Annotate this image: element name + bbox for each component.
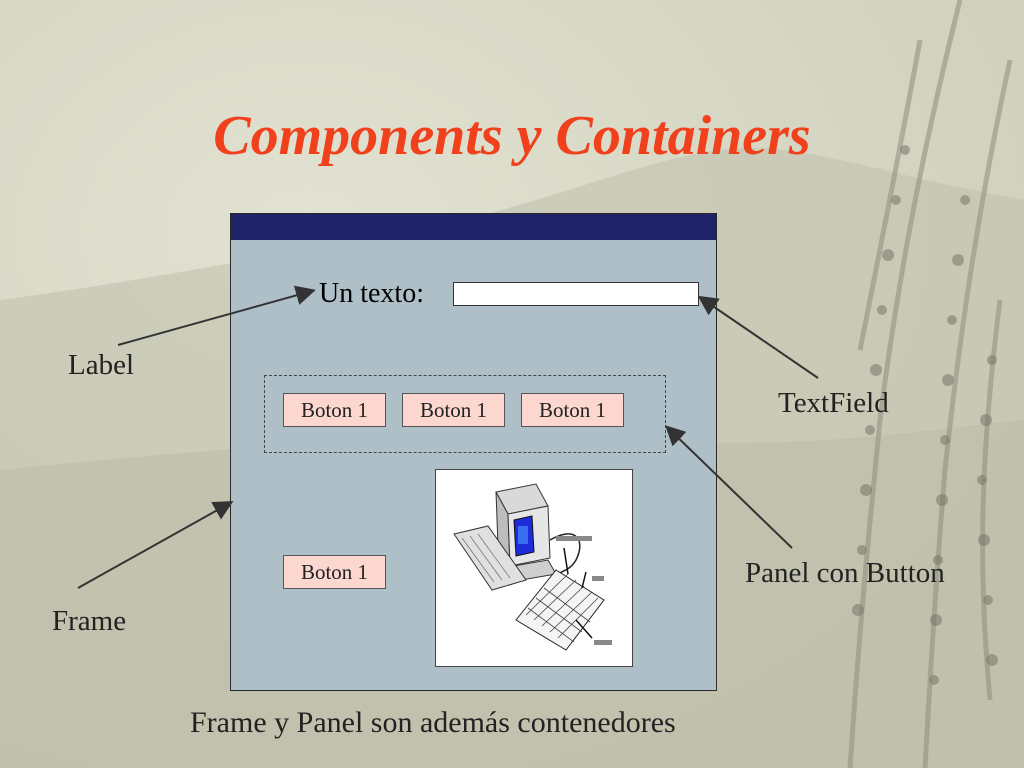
frame-titlebar xyxy=(231,214,716,240)
button-panel xyxy=(264,375,666,453)
computer-image xyxy=(435,469,633,667)
frame-window: Un texto: Boton 1 Boton 1 Boton 1 Boton … xyxy=(230,213,717,691)
callout-textfield: TextField xyxy=(778,387,889,419)
callout-frame: Frame xyxy=(52,605,127,637)
callout-label: Label xyxy=(68,349,135,381)
panel-button-1[interactable]: Boton 1 xyxy=(283,393,386,427)
computer-illustration-icon xyxy=(453,483,612,651)
label-text: Un texto: xyxy=(319,278,424,309)
textfield-input[interactable] xyxy=(453,282,699,306)
slide-title: Components y Containers xyxy=(213,105,811,167)
lone-button[interactable]: Boton 1 xyxy=(283,555,386,589)
panel-button-2[interactable]: Boton 1 xyxy=(402,393,505,427)
panel-button-3[interactable]: Boton 1 xyxy=(521,393,624,427)
callout-panel: Panel con Button xyxy=(745,557,945,589)
slide-footer: Frame y Panel son además contenedores xyxy=(190,706,676,739)
